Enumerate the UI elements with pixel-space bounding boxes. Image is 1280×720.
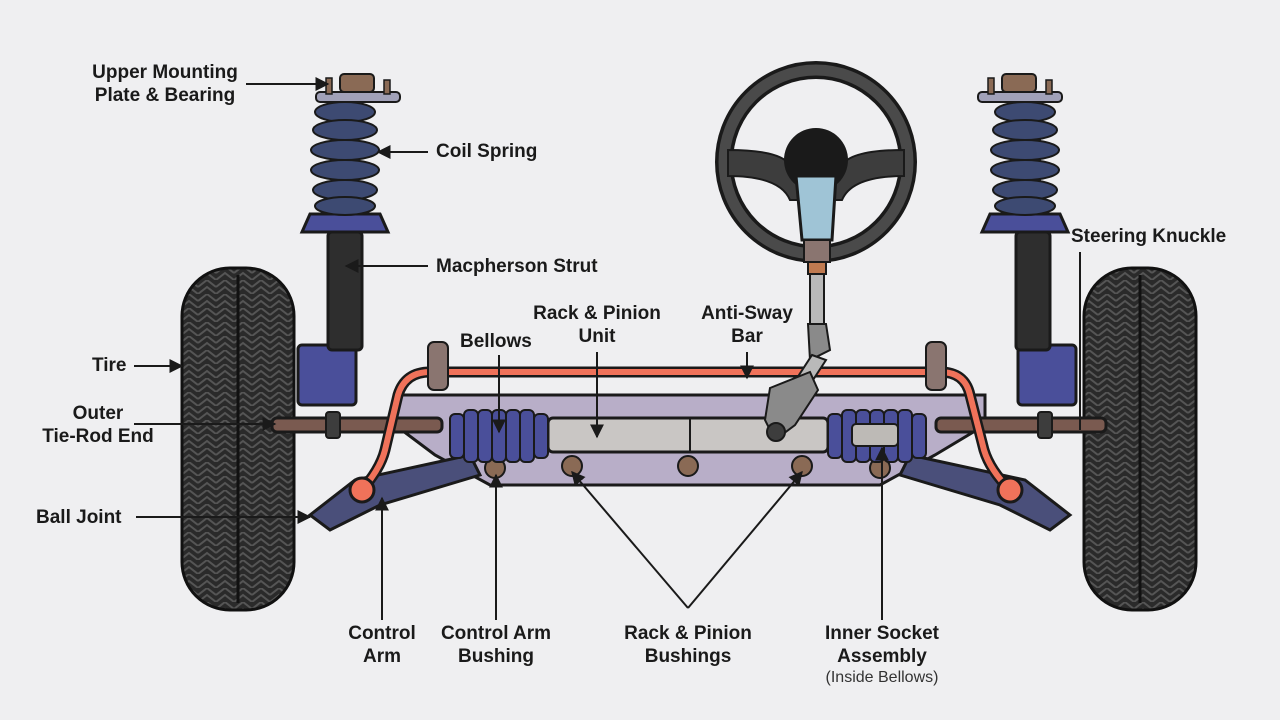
right-steering-knuckle <box>1016 343 1078 407</box>
label-steering-knuckle: Steering Knuckle <box>1071 226 1227 247</box>
label-inner-socket-assembly: Inner Socket Assembly (Inside Bellows) <box>800 622 964 688</box>
left-steering-knuckle <box>296 343 358 407</box>
left-coil-spring <box>310 101 380 216</box>
right-control-arm <box>897 453 1073 532</box>
left-bellows <box>449 409 549 463</box>
inner-socket <box>851 423 899 447</box>
label-bellows: Bellows <box>460 331 532 352</box>
label-control-arm-bushing: Control Arm Bushing <box>440 623 552 667</box>
right-coil-spring <box>990 101 1060 216</box>
left-control-arm <box>307 453 483 532</box>
label-rack-pinion-bushings: Rack & Pinion Bushings <box>624 623 752 667</box>
left-tire <box>180 266 296 612</box>
left-upper-mount <box>315 73 401 103</box>
label-upper-mounting-plate: Upper Mounting Plate & Bearing <box>92 62 238 106</box>
label-macpherson-strut: Macpherson Strut <box>436 256 598 277</box>
label-anti-sway-bar: Anti-Sway Bar <box>701 303 793 347</box>
sway-bar-end-links <box>348 476 1024 504</box>
right-tire <box>1082 266 1198 612</box>
label-inside-bellows-note: (Inside Bellows) <box>825 669 939 686</box>
label-coil-spring: Coil Spring <box>436 141 538 162</box>
label-tire: Tire <box>92 355 127 376</box>
label-outer-tie-rod-end: Outer Tie-Rod End <box>42 403 154 447</box>
label-control-arm: Control Arm <box>348 623 416 667</box>
leader-lines <box>134 77 1081 620</box>
label-ball-joint: Ball Joint <box>36 507 122 528</box>
right-upper-mount <box>977 73 1063 103</box>
tie-rod-ends <box>325 411 1053 439</box>
sway-bar-mounts <box>427 341 947 391</box>
steering-column <box>763 174 838 442</box>
label-rack-pinion-unit: Rack & Pinion Unit <box>533 303 661 347</box>
